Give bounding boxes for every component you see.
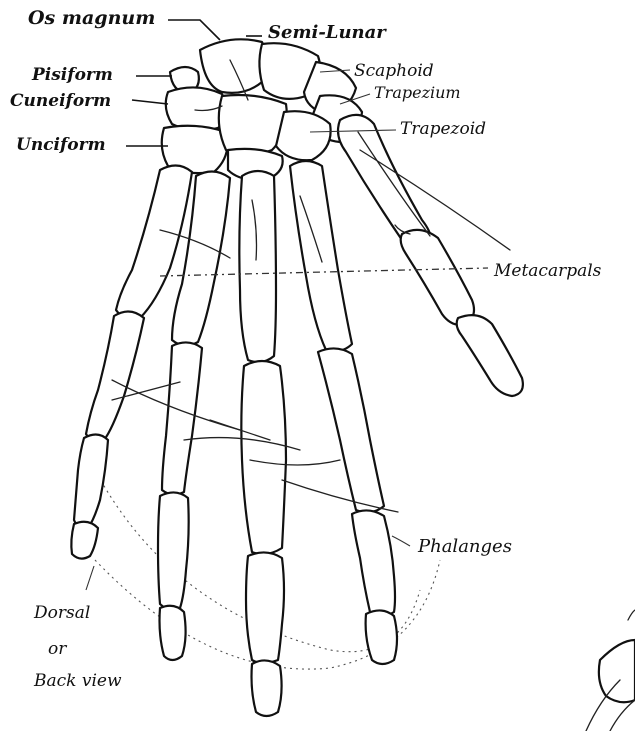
label-or: or	[48, 639, 67, 659]
little-distal-phalanx	[71, 522, 98, 559]
labels: Os magnum Semi-Lunar Pisiform Scaphoid C…	[10, 7, 602, 691]
ring-middle-phalanx	[158, 492, 189, 609]
middle-metacarpal	[239, 171, 276, 362]
label-back-view: Back view	[33, 671, 122, 691]
index-metacarpal	[290, 161, 352, 351]
label-semi-lunar: Semi-Lunar	[268, 22, 387, 43]
trapezoid-bone	[276, 111, 331, 160]
index-proximal-phalanx	[318, 348, 384, 512]
label-pisiform: Pisiform	[31, 65, 113, 85]
label-scaphoid: Scaphoid	[354, 61, 434, 81]
cuneiform-bone	[166, 87, 226, 130]
label-metacarpals: Metacarpals	[493, 261, 602, 281]
carpal-bones	[162, 39, 362, 180]
label-unciform: Unciform	[16, 135, 106, 155]
index-finger-bones	[290, 161, 397, 664]
middle-proximal-phalanx	[241, 361, 286, 554]
label-trapezium: Trapezium	[374, 83, 461, 102]
middle-finger-bones	[239, 171, 286, 716]
label-dorsal: Dorsal	[33, 603, 90, 623]
label-phalanges: Phalanges	[417, 536, 512, 557]
label-os-magnum: Os magnum	[28, 7, 155, 29]
little-proximal-phalanx	[86, 311, 144, 441]
middle-middle-phalanx	[246, 552, 284, 663]
partial-second-hand	[586, 610, 635, 731]
label-trapezoid: Trapezoid	[400, 119, 486, 139]
index-middle-phalanx	[352, 510, 395, 616]
ring-distal-phalanx	[160, 606, 186, 660]
ring-proximal-phalanx	[162, 342, 202, 494]
middle-distal-phalanx	[252, 660, 282, 716]
little-middle-phalanx	[74, 434, 108, 528]
thumb-bones	[338, 115, 523, 396]
thumb-distal-phalanx	[457, 315, 523, 396]
thumb-proximal-phalanx	[401, 230, 474, 325]
index-distal-phalanx	[366, 610, 397, 664]
label-cuneiform: Cuneiform	[10, 91, 111, 111]
